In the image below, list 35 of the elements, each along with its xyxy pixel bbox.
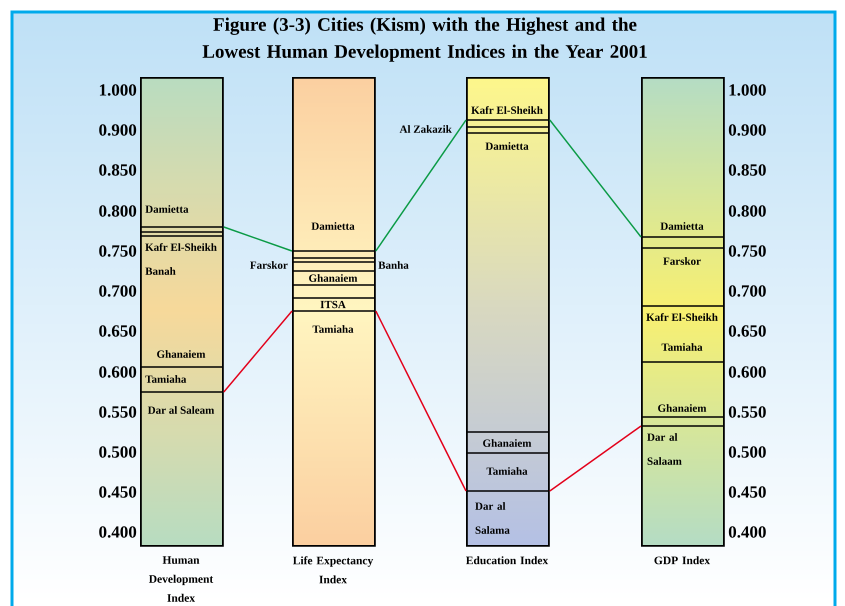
city-label: Ghanaiem [658,404,706,412]
column-heading: Education Index [466,556,548,564]
city-label: ITSA [320,300,346,308]
connector-line [549,120,642,238]
city-label: Dar al Salaam [647,433,682,465]
column-heading: GDP Index [654,556,710,564]
city-label: Kafr El-Sheikh [646,313,718,321]
city-label: Tamiaha [662,343,702,351]
city-label: Farskor [663,257,701,265]
connector-line [224,226,292,252]
city-label: Kafr El-Sheikh [471,106,543,114]
city-label: Dar al Saleam [148,406,214,414]
city-label: Banha [378,261,409,269]
column-heading: Life Expectancy Index [292,556,374,584]
city-label: Kafr El-Sheikh [145,243,217,251]
city-label: Ghanaiem [483,439,532,447]
city-label: Tamiaha [486,467,528,475]
city-label: Damietta [312,222,355,230]
city-label: Farskor [250,261,288,269]
city-label: Damietta [486,142,529,150]
city-label: Al Zakazik [400,125,452,133]
connector-line [223,310,293,392]
figure-title: Figure (3-3) Cities (Kism) with the Highest and the Lowest Human Development Indices in the Year 2001 [202,18,647,62]
city-label: Damietta [145,205,188,213]
city-label: Dar al Salama [475,502,510,534]
city-label: Ghanaiem [157,350,206,358]
city-label: Ghanaiem [309,274,358,282]
city-label: Damietta [660,222,704,230]
city-label: Banah [145,267,176,275]
connector-line [375,310,467,492]
column-heading: Human Development Index [148,556,214,602]
connector-line [375,120,467,252]
city-label: Tamiaha [145,375,186,383]
city-label: Tamiaha [312,325,354,333]
connector-line [549,425,642,492]
